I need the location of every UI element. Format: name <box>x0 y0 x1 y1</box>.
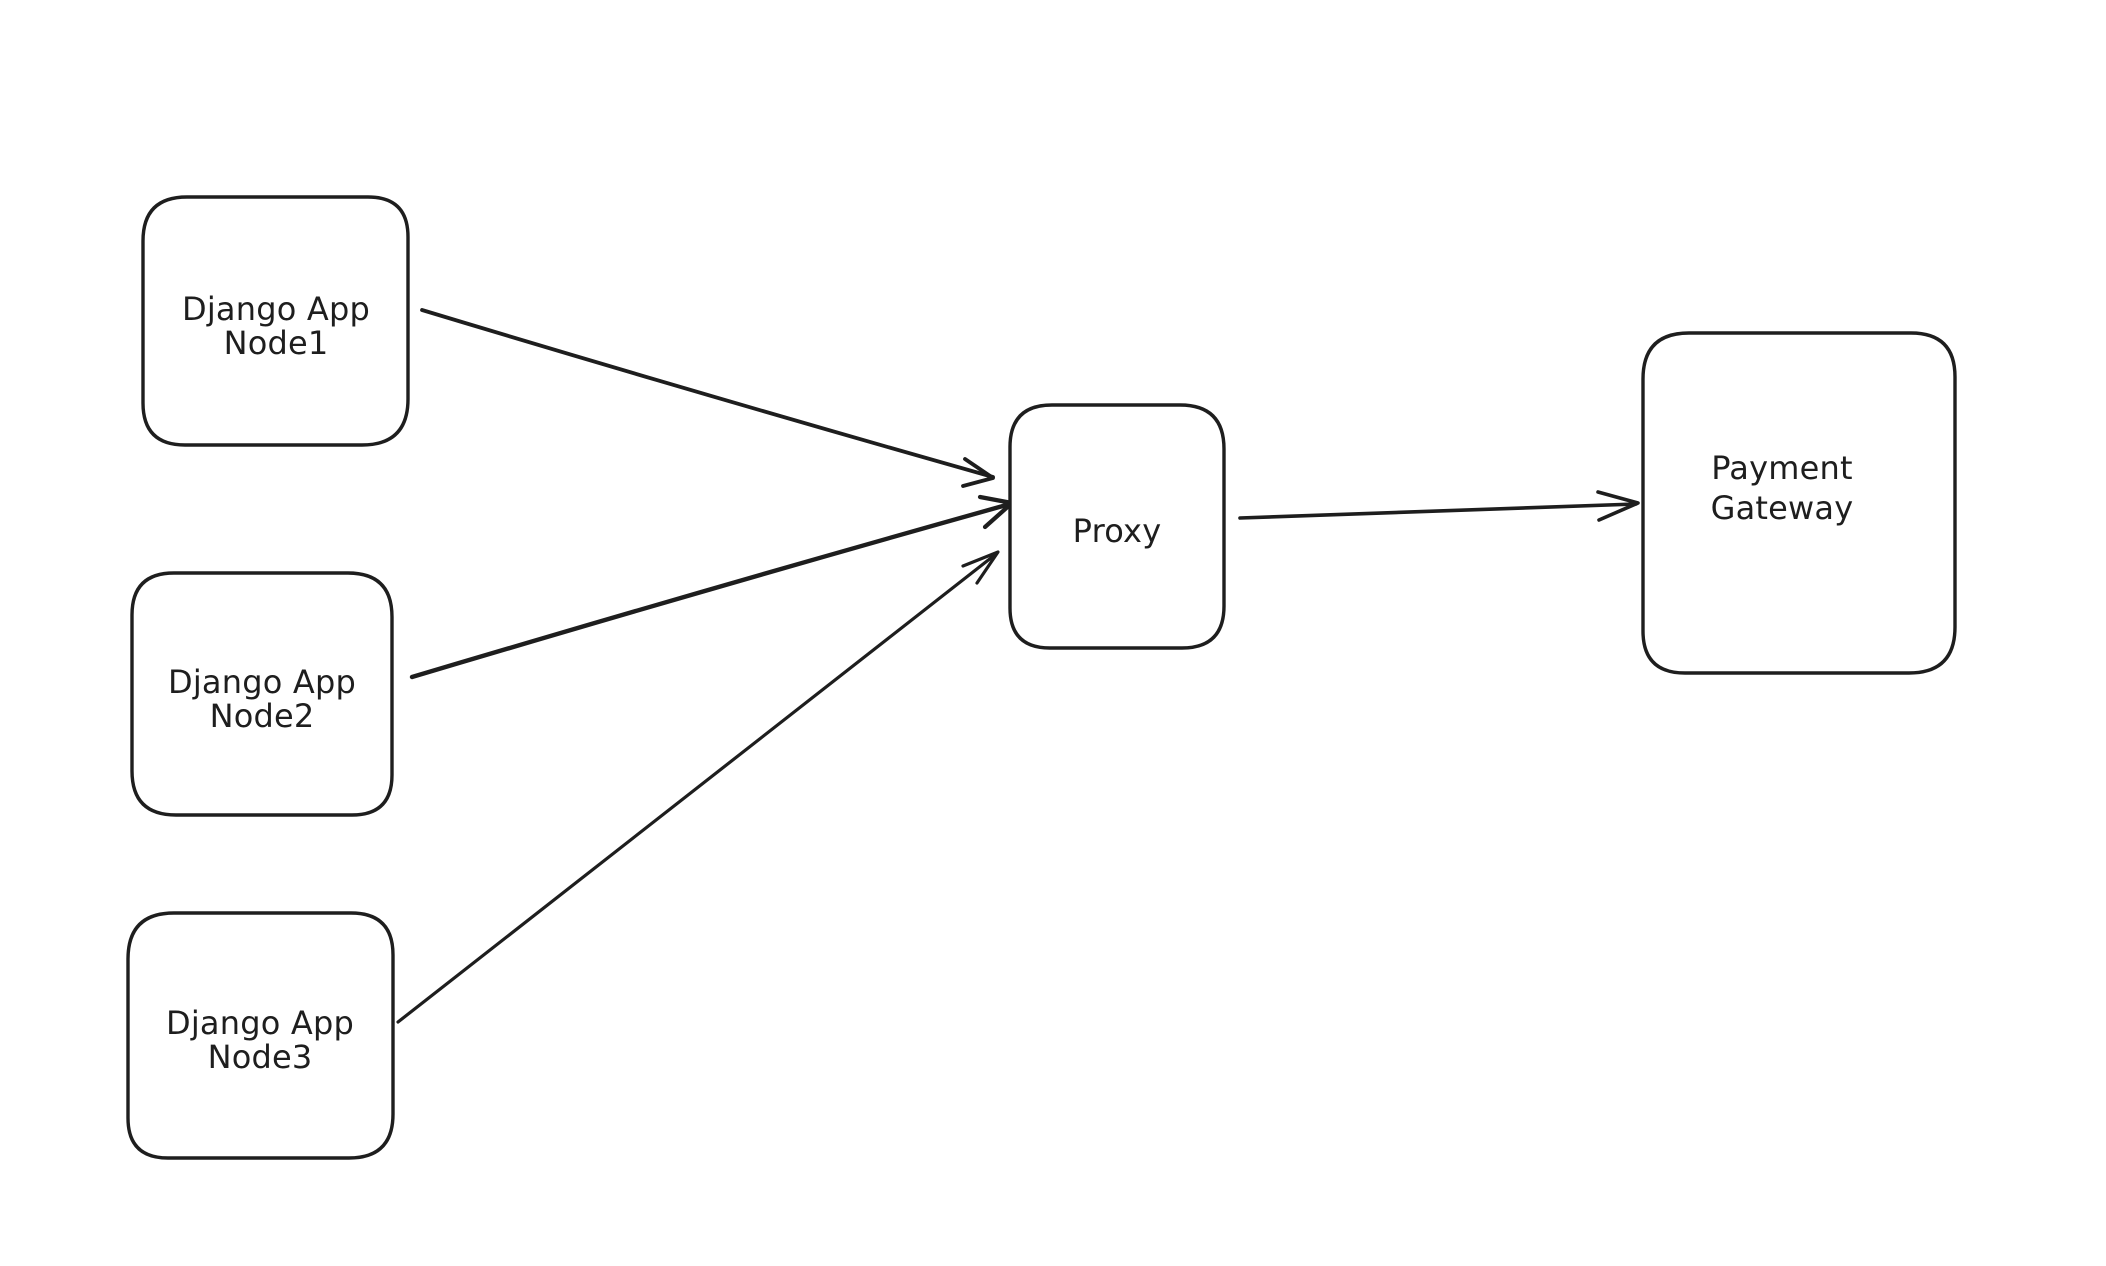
node-label-line2: Node3 <box>208 1038 313 1076</box>
edge-arrowhead-icon <box>961 457 995 488</box>
node-shape <box>130 571 394 817</box>
edge-arrowhead-icon <box>1596 490 1640 522</box>
node-django-app-node2[interactable]: Django App Node2 <box>130 571 394 817</box>
node-shape <box>141 195 410 447</box>
node-label-line1: Proxy <box>1073 512 1162 550</box>
edge-line <box>409 501 1013 680</box>
edge-django-app-node2-to-proxy[interactable] <box>409 494 1015 680</box>
edge-arrowhead-icon <box>961 550 1000 585</box>
node-shape <box>1008 403 1226 650</box>
node-proxy[interactable]: Proxy <box>1008 403 1226 650</box>
edge-django-app-node1-to-proxy[interactable] <box>420 308 995 488</box>
node-django-app-node1[interactable]: Django App Node1 <box>141 195 410 447</box>
node-label-line1: Payment <box>1711 449 1853 487</box>
node-shape <box>126 911 395 1160</box>
node-shape <box>1641 331 1957 675</box>
node-label-line1: Django App <box>166 1004 354 1042</box>
node-payment-gateway[interactable]: Payment Gateway <box>1641 331 1957 675</box>
edge-proxy-to-payment-gateway[interactable] <box>1238 490 1640 522</box>
node-label-line1: Django App <box>182 290 370 328</box>
edge-line <box>396 552 998 1024</box>
edge-line <box>420 308 995 479</box>
edge-django-app-node3-to-proxy[interactable] <box>396 550 1000 1024</box>
node-label-line2: Gateway <box>1711 489 1854 527</box>
node-label-line2: Node2 <box>210 697 315 735</box>
node-label-line2: Node1 <box>224 324 329 362</box>
edge-line <box>1238 502 1638 520</box>
node-django-app-node3[interactable]: Django App Node3 <box>126 911 395 1160</box>
node-label-line1: Django App <box>168 663 356 701</box>
